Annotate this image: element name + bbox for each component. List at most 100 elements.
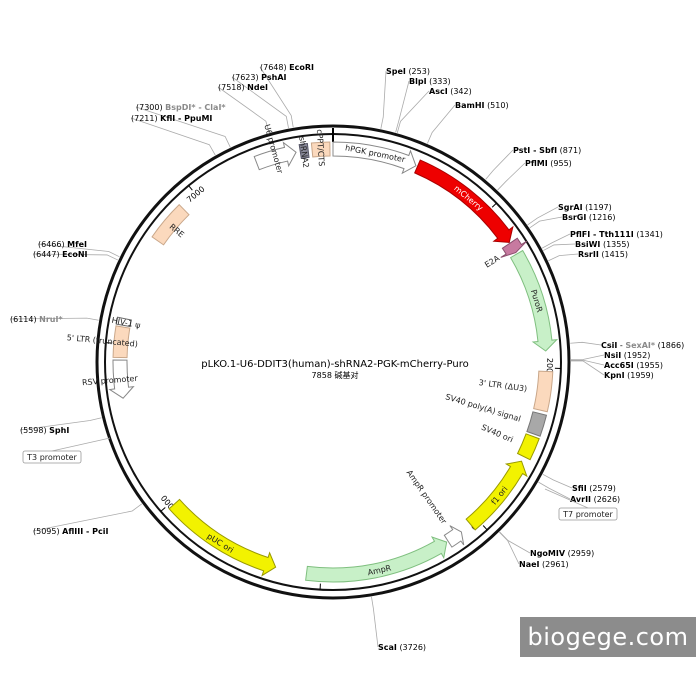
- site-leader: [371, 596, 379, 648]
- site-leader: [396, 90, 430, 133]
- site-enzyme-name: NsiI: [604, 351, 621, 360]
- site-leader: [130, 117, 216, 156]
- feature-rsv: [108, 359, 135, 399]
- site-enzyme-name: CsiI: [601, 341, 617, 350]
- site-enzyme-name: BsrGI: [562, 213, 586, 222]
- feature-ltr3: [533, 370, 554, 413]
- site-leader: [538, 481, 571, 500]
- site-leader: [570, 359, 605, 366]
- feature-e2a: [500, 237, 528, 258]
- site-leader: [543, 243, 576, 251]
- feature-cppt: [310, 141, 331, 158]
- tick-mark: [188, 185, 193, 191]
- site-position: (6447): [33, 250, 60, 259]
- site-label: (6114) NruI*: [10, 315, 63, 324]
- site-label: BsiWI (1355): [575, 240, 630, 249]
- site-label: PflMI (955): [525, 159, 572, 168]
- site-enzyme-name: PflMI: [525, 159, 548, 168]
- site-leader: [395, 80, 410, 133]
- site-position: (955): [550, 159, 572, 168]
- feature-label: E2A: [483, 253, 501, 269]
- site-enzyme-name: BamHI: [455, 101, 485, 110]
- site-enzyme-name: ScaI: [378, 643, 397, 652]
- feature-label: 3' LTR (ΔU3): [478, 378, 528, 394]
- site-enzyme-name: SfiI: [572, 484, 587, 493]
- feature-sv40pa: [526, 411, 548, 437]
- tick-mark: [482, 525, 488, 531]
- site-label: BsrGI (1216): [562, 213, 616, 222]
- site-label: (7648) EcoRI: [260, 63, 314, 72]
- site-leader: [570, 354, 605, 361]
- site-label: NaeI (2961): [519, 560, 569, 569]
- site-leader: [259, 66, 294, 128]
- backbone-outer-ring: [95, 124, 571, 600]
- site-position: (3726): [399, 643, 426, 652]
- feature-label: SV40 poly(A) signal: [444, 392, 521, 423]
- site-leader: [542, 473, 573, 489]
- feature-mcherry: [414, 159, 514, 243]
- site-label: (7300) BspDI* - ClaI*: [136, 103, 226, 112]
- site-enzyme-name: AscI: [429, 87, 448, 96]
- feature-amprprom: [443, 525, 465, 548]
- feature-label: cPPT/CTS: [315, 129, 326, 167]
- site-enzyme-name: PstI - SbfI: [513, 146, 557, 155]
- site-position: (1955): [636, 361, 663, 370]
- feature-sv40ori: [516, 433, 540, 461]
- feature-puror: [509, 249, 559, 352]
- site-label: Acc65I (1955): [604, 361, 663, 370]
- site-leader: [135, 106, 231, 148]
- site-position: (7300): [136, 103, 163, 112]
- site-position: (1415): [601, 250, 628, 259]
- site-position: (2961): [542, 560, 569, 569]
- site-enzyme-name: NgoMIV: [530, 549, 566, 558]
- site-enzyme-name: NruI*: [39, 315, 63, 324]
- feature-label: RRE: [168, 222, 186, 239]
- site-enzyme-name: EcoRI: [289, 63, 314, 72]
- site-enzyme-name: SpeI: [386, 67, 406, 76]
- tick-mark: [160, 507, 166, 512]
- site-label: SpeI (253): [386, 67, 430, 76]
- site-label: (7211) KflI - PpuMI: [131, 114, 212, 123]
- boxed-leader: [51, 437, 111, 452]
- feature-ampr: [305, 536, 448, 583]
- site-leader: [527, 206, 559, 226]
- site-position: (1341): [636, 230, 663, 239]
- site-label: (7623) PshAI: [232, 73, 287, 82]
- site-label: NsiI (1952): [604, 351, 650, 360]
- feature-label: shRNA2: [297, 136, 310, 168]
- site-label: AvrII (2626): [570, 495, 620, 504]
- site-enzyme-name: RsrII: [578, 250, 599, 259]
- site-leader: [37, 243, 120, 258]
- feature-label: RSV promoter: [82, 374, 139, 388]
- feature-label: AmpR promoter: [405, 468, 449, 526]
- site-leader: [497, 162, 526, 191]
- site-position: (7623): [232, 73, 259, 82]
- site-leader: [548, 253, 579, 262]
- site-leader: [529, 216, 563, 229]
- site-leader: [32, 503, 143, 532]
- boxed-frame: [558, 507, 618, 521]
- boxed-leader: [544, 488, 589, 509]
- site-position: (2579): [589, 484, 616, 493]
- site-label: KpnI (1959): [604, 371, 654, 380]
- site-position: (1355): [603, 240, 630, 249]
- tick-mark: [491, 202, 497, 208]
- site-enzyme-name: AvrII: [570, 495, 591, 504]
- site-enzyme-name: MfeI: [67, 240, 87, 249]
- site-leader: [499, 531, 531, 554]
- feature-rre: [151, 203, 190, 246]
- site-label: (7518) NdeI: [218, 83, 268, 92]
- site-leader: [570, 341, 602, 346]
- site-label: RsrII (1415): [578, 250, 628, 259]
- site-label: PstI - SbfI (871): [513, 146, 581, 155]
- site-leader: [499, 531, 520, 565]
- site-enzyme-name: KpnI: [604, 371, 625, 380]
- site-label: AscI (342): [429, 87, 472, 96]
- site-enzyme-name: AflIII - PciI: [62, 527, 108, 536]
- site-enzyme-name-secondary: SexAI*: [625, 341, 656, 350]
- site-label: (6466) MfeI: [38, 240, 87, 249]
- site-gap: -: [617, 341, 625, 350]
- site-enzyme-name: NaeI: [519, 560, 540, 569]
